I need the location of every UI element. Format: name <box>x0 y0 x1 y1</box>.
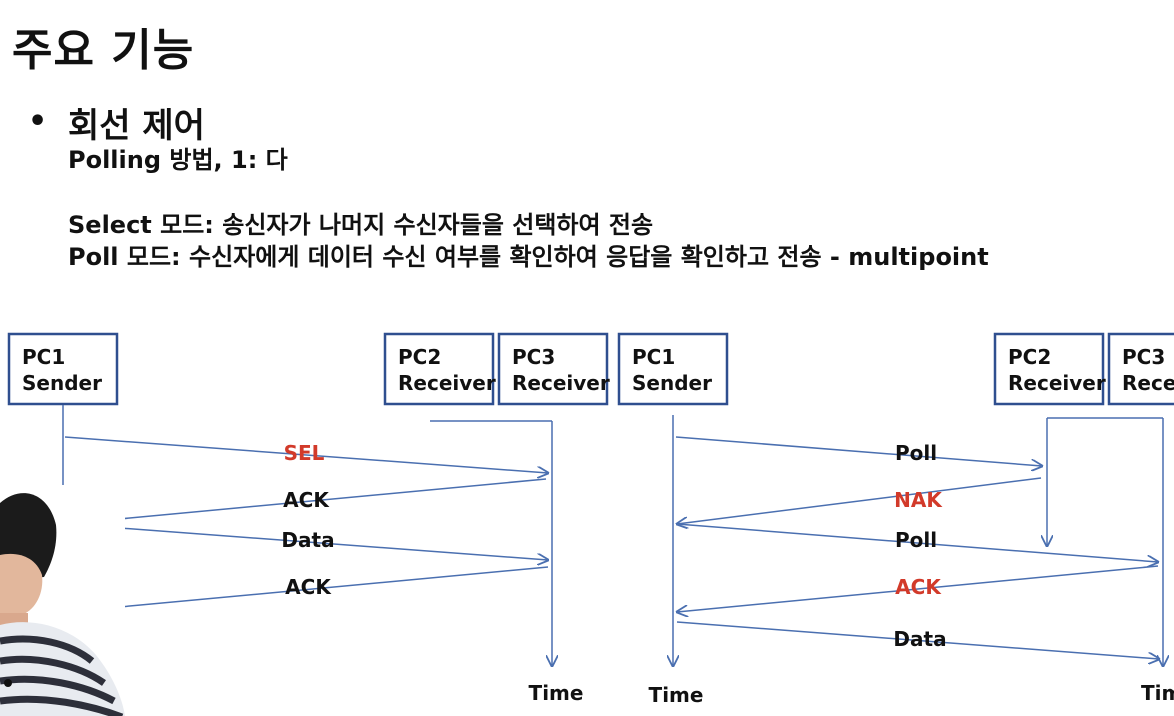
box-pc1-sender: PC1 Sender <box>617 332 729 406</box>
box-label-top: PC2 <box>398 345 441 369</box>
message-label-sel: SEL <box>284 441 325 465</box>
polling-method-line: Polling 방법, 1: 다 <box>68 146 288 174</box>
message-label-ack: ACK <box>895 575 942 599</box>
message-arrow-data <box>65 523 548 560</box>
message-label-data: Data <box>281 528 334 552</box>
message-arrow-ack <box>677 565 1159 612</box>
message-label-data: Data <box>893 627 946 651</box>
slide-title: 주요 기능 <box>12 25 195 76</box>
poll-diagram: PC1 Sender PC2 Receiver PC3 Recei Poll N… <box>617 332 1174 707</box>
presenter-video-overlay <box>0 485 125 716</box>
poll-mode-line: Poll 모드: 수신자에게 데이터 수신 여부를 확인하여 응답을 확인하고 … <box>68 243 989 271</box>
box-pc2-receiver: PC2 Receiver <box>993 332 1106 406</box>
box-label-bottom: Receiver <box>512 371 610 395</box>
box-label-bottom: Receiver <box>1008 371 1106 395</box>
message-label-poll: Poll <box>895 441 937 465</box>
box-label-bottom: Sender <box>632 371 712 395</box>
box-pc3-receiver: PC3 Receiver <box>497 332 610 406</box>
box-label-top: PC1 <box>632 345 675 369</box>
message-arrow-sel <box>64 436 548 473</box>
box-label-top: PC3 <box>1122 345 1165 369</box>
box-label-bottom: Receiver <box>398 371 496 395</box>
message-arrow-ack <box>66 478 547 524</box>
time-label: Tim <box>1141 681 1174 705</box>
message-arrow-ack <box>66 566 549 612</box>
box-label-bottom: Recei <box>1122 371 1174 395</box>
message-label-poll: Poll <box>895 528 937 552</box>
message-label-nak: NAK <box>894 488 943 512</box>
message-label-ack: ACK <box>285 575 332 599</box>
time-label: Time <box>529 681 584 705</box>
message-arrow-poll <box>676 523 1158 562</box>
box-label-bottom: Sender <box>22 371 102 395</box>
box-label-top: PC3 <box>512 345 555 369</box>
bullet-marker: • <box>28 104 48 139</box>
box-pc2-receiver: PC2 Receiver <box>383 332 496 406</box>
select-diagram: PC1 Sender PC2 Receiver PC3 Receiver SEL… <box>7 332 610 705</box>
message-arrow-nak <box>677 477 1042 524</box>
time-label: Time <box>649 683 704 707</box>
message-label-ack: ACK <box>283 488 330 512</box>
box-label-top: PC2 <box>1008 345 1051 369</box>
box-label-top: PC1 <box>22 345 65 369</box>
box-pc3-receiver: PC3 Recei <box>1107 332 1174 406</box>
message-arrow-poll <box>675 436 1042 466</box>
message-arrow-data <box>676 621 1159 659</box>
section-heading: 회선 제어 <box>68 106 205 146</box>
box-pc1-sender: PC1 Sender <box>7 332 119 406</box>
select-mode-line: Select 모드: 송신자가 나머지 수신자들을 선택하여 전송 <box>68 211 654 239</box>
